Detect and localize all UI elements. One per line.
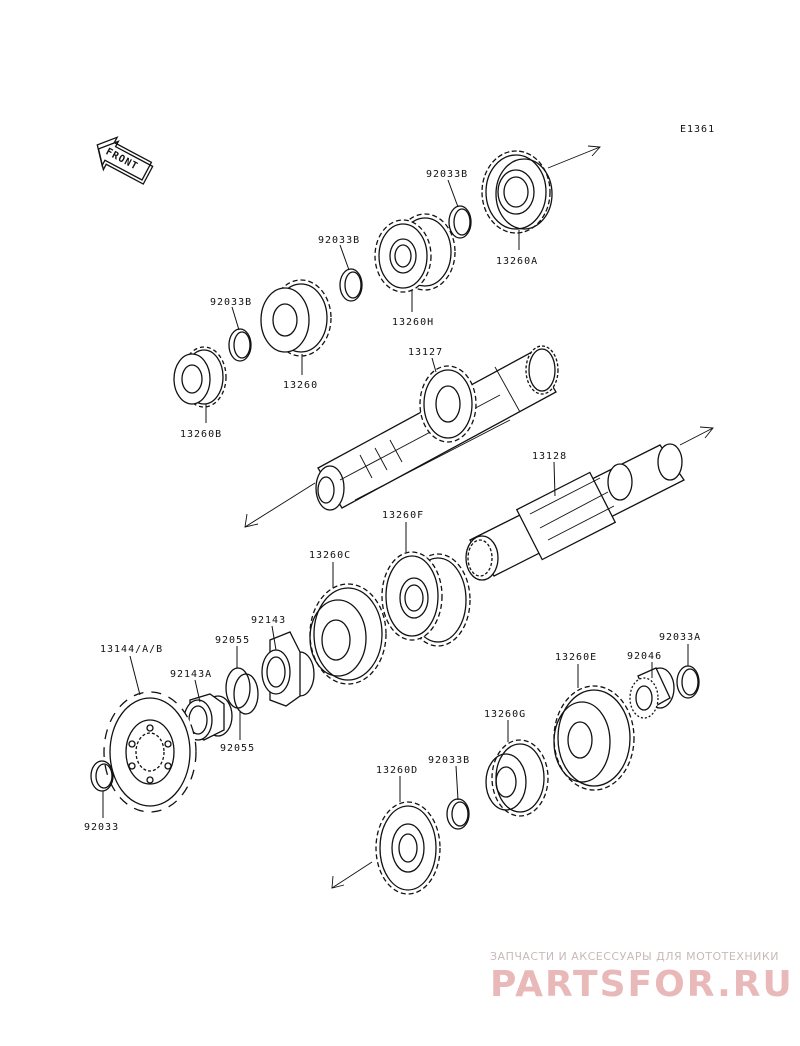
leader-lines (102, 179, 689, 818)
label-13260G: 13260G (484, 709, 526, 720)
gear-13260 (260, 279, 332, 357)
gear-13260A (481, 150, 553, 234)
label-92033B-1: 92033B (426, 169, 468, 180)
shaft-13128 (465, 443, 685, 581)
axis-lines (244, 145, 714, 889)
gear-13260E (553, 685, 635, 791)
label-13128: 13128 (532, 451, 567, 462)
label-13260C: 13260C (309, 550, 351, 561)
label-92033B-2: 92033B (318, 235, 360, 246)
label-92055-2: 92055 (220, 743, 255, 754)
circlip-92033A (676, 665, 700, 699)
watermark: ЗАПЧАСТИ И АКСЕССУАРЫ ДЛЯ МОТОТЕХНИКИ PA… (490, 950, 794, 1005)
label-92055-1: 92055 (215, 635, 250, 646)
label-92143: 92143 (251, 615, 286, 626)
circlip-92033B-4 (446, 798, 470, 830)
gear-13260B (173, 346, 227, 408)
label-13127: 13127 (408, 347, 443, 358)
circlip-92033 (90, 760, 114, 792)
sprocket-13144 (103, 691, 197, 813)
label-13260B: 13260B (180, 429, 222, 440)
front-arrow-icon: FRONT (96, 136, 154, 185)
label-13260D: 13260D (376, 765, 418, 776)
label-92143A: 92143A (170, 669, 212, 680)
gear-13260F (381, 551, 471, 647)
diagram-id: E1361 (680, 124, 715, 135)
watermark-brand: PARTSFOR.RU (490, 964, 794, 1005)
bearing-92046 (629, 667, 675, 719)
ring-92055 (225, 667, 259, 715)
gear-13260D (375, 801, 441, 895)
label-13260H: 13260H (392, 317, 434, 328)
label-92033A: 92033A (659, 632, 701, 643)
shaft-13127 (315, 345, 559, 511)
watermark-caption: ЗАПЧАСТИ И АКСЕССУАРЫ ДЛЯ МОТОТЕХНИКИ (490, 950, 779, 963)
label-92033: 92033 (84, 822, 119, 833)
label-13260A: 13260A (496, 256, 538, 267)
part-labels: 92033B 13260A 92033B 13260H 92033B 13260… (84, 169, 701, 833)
collar-92143 (261, 631, 315, 707)
gear-13260C (309, 583, 387, 685)
label-92033B-3: 92033B (210, 297, 252, 308)
label-13144: 13144/A/B (100, 644, 163, 655)
gear-13260G (485, 739, 549, 817)
circlip-92033B-1 (448, 205, 472, 239)
gear-13260H (374, 213, 456, 293)
label-92033B-4: 92033B (428, 755, 470, 766)
circlip-92033B-2 (339, 268, 363, 302)
label-13260F: 13260F (382, 510, 424, 521)
label-13260E: 13260E (555, 652, 597, 663)
label-92046: 92046 (627, 651, 662, 662)
collar-92143A (183, 693, 233, 741)
label-13260: 13260 (283, 380, 318, 391)
circlip-92033B-3 (228, 328, 252, 362)
